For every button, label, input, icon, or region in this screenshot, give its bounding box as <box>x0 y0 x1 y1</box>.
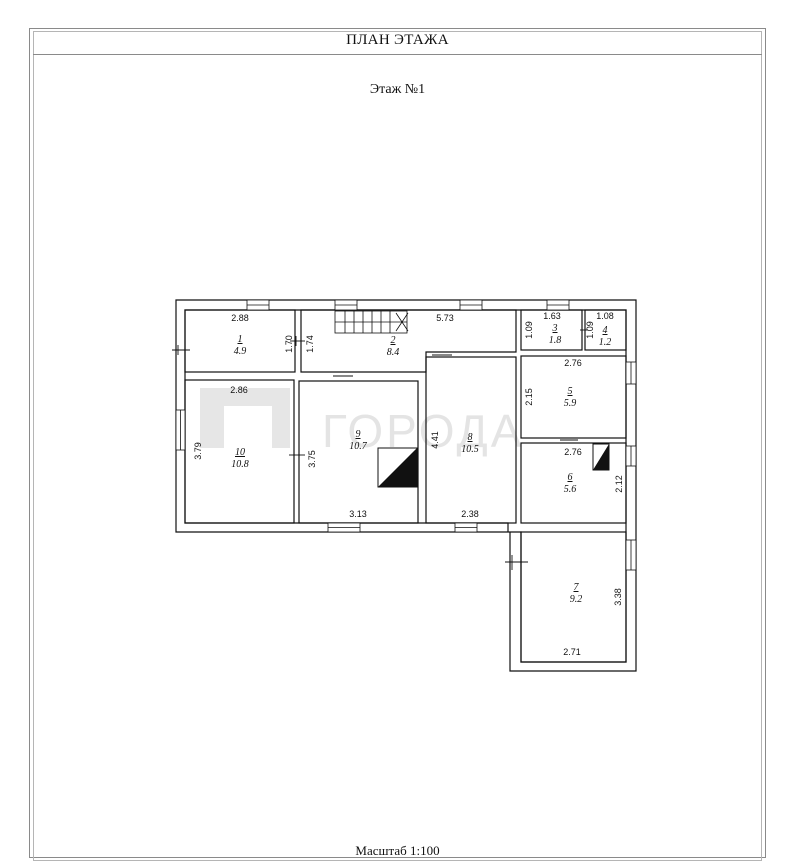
dim-label: 3.13 <box>349 509 367 519</box>
room-outline-5 <box>520 355 627 439</box>
dim-label: 2.15 <box>524 388 534 406</box>
room-5-number: 5 <box>568 386 573 397</box>
dimension-labels: 2.88 1.70 1.74 5.73 1.09 1.63 1.09 1.08 … <box>193 311 624 657</box>
watermark-logo-icon <box>200 388 290 448</box>
dim-label: 1.09 <box>585 321 595 339</box>
room-labels: 1 4.9 2 8.4 3 1.8 4 1.2 5 5.9 6 5.6 7 9.… <box>231 323 611 605</box>
dim-label: 4.41 <box>430 431 440 449</box>
room-1-area: 4.9 <box>234 346 247 357</box>
door-marks <box>172 325 588 570</box>
window-top-3 <box>459 299 483 311</box>
room-10-area: 10.8 <box>231 459 249 470</box>
room-4-number: 4 <box>603 325 608 336</box>
room-2-area: 8.4 <box>387 347 400 358</box>
window-left-1 <box>175 409 186 451</box>
dim-label: 1.74 <box>305 335 315 353</box>
dim-label: 3.75 <box>307 450 317 468</box>
document-title: ПЛАН ЭТАЖА <box>346 32 449 48</box>
room-outline-7 <box>520 531 627 663</box>
dim-label: 1.08 <box>596 311 614 321</box>
chimney-icon <box>592 443 610 471</box>
dim-label: 2.12 <box>614 475 624 493</box>
window-right-1 <box>625 361 637 385</box>
room-5-area: 5.9 <box>564 398 577 409</box>
room-outline-6 <box>520 442 627 524</box>
dim-label: 1.63 <box>543 311 561 321</box>
window-top-2 <box>334 299 358 311</box>
window-bottom-1 <box>327 522 361 533</box>
staircase-icon <box>334 310 409 334</box>
room-3-number: 3 <box>552 323 558 334</box>
room-6-number: 6 <box>568 472 573 483</box>
room-7-area: 9.2 <box>570 594 583 605</box>
room-2-number: 2 <box>391 335 396 346</box>
window-bottom-2 <box>454 522 478 533</box>
room-10-number: 10 <box>235 447 245 458</box>
window-top-1 <box>246 299 270 311</box>
stove-icon <box>377 447 418 488</box>
room-3-area: 1.8 <box>549 335 562 346</box>
dim-label: 2.86 <box>230 385 248 395</box>
watermark-text: ГОРОДА <box>322 405 524 457</box>
dim-label: 2.71 <box>563 647 581 657</box>
room-9-number: 9 <box>356 429 361 440</box>
dim-label: 2.38 <box>461 509 479 519</box>
dim-label: 5.73 <box>436 313 454 323</box>
dim-label: 2.88 <box>231 313 249 323</box>
window-top-4 <box>546 299 570 311</box>
floor-title: Этаж №1 <box>369 82 426 97</box>
room-9-area: 10.7 <box>349 441 368 452</box>
window-right-2 <box>625 445 637 467</box>
room-outline-2 <box>300 309 517 373</box>
room-7-number: 7 <box>574 582 580 593</box>
room-1-number: 1 <box>238 334 243 345</box>
dim-label: 2.76 <box>564 358 582 368</box>
room-4-area: 1.2 <box>599 337 612 348</box>
room-6-area: 5.6 <box>564 484 577 495</box>
room-8-area: 10.5 <box>461 444 479 455</box>
dim-label: 1.70 <box>284 335 294 353</box>
dim-label: 1.09 <box>524 321 534 339</box>
windows <box>175 299 637 571</box>
watermark: ГОРОДА <box>200 388 524 457</box>
dim-label: 3.38 <box>613 588 623 606</box>
window-right-3 <box>625 539 637 571</box>
dim-label: 2.76 <box>564 447 582 457</box>
dim-label: 3.79 <box>193 442 203 460</box>
room-8-number: 8 <box>468 432 473 443</box>
header-divider <box>33 54 762 55</box>
room-outline-10 <box>184 379 295 524</box>
